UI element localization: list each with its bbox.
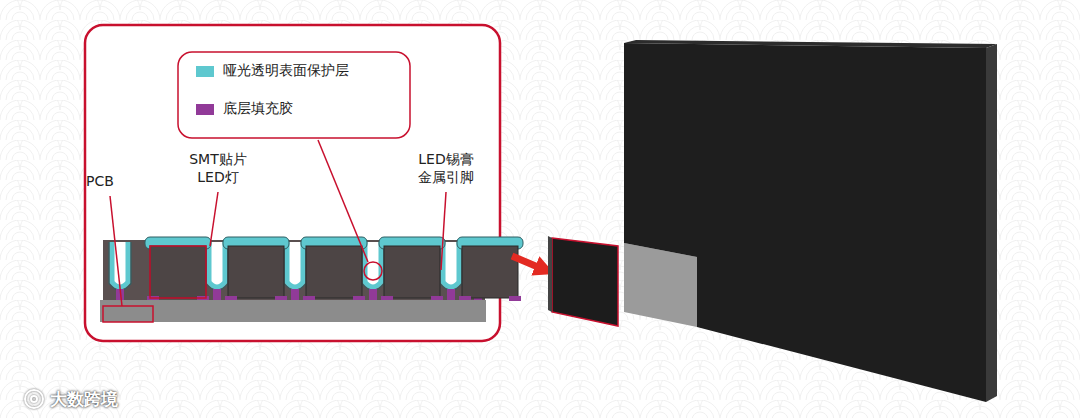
- watermark-icon: [25, 390, 43, 408]
- coating-groove: [443, 242, 459, 287]
- legend-text: 哑光透明表面保护层: [223, 62, 349, 80]
- watermark: 大数跨境: [50, 388, 160, 410]
- part-label: LED锡膏 金属引脚: [408, 150, 484, 186]
- underfill: [369, 289, 377, 300]
- pcb-highlight: [103, 306, 153, 322]
- underfill: [213, 289, 221, 300]
- led-chip: [150, 246, 206, 298]
- coating-outline: [362, 242, 384, 291]
- fill-layer: [103, 240, 485, 300]
- coating-outline: [284, 242, 306, 291]
- led-chip: [228, 246, 284, 298]
- underfill: [447, 289, 455, 300]
- panel-side: [986, 44, 997, 402]
- cross-section: [100, 237, 523, 322]
- part-label: PCB: [86, 172, 136, 190]
- led-module: [552, 238, 618, 326]
- solder-pad: [509, 296, 521, 301]
- led-highlight: [150, 246, 206, 298]
- coating-groove: [365, 242, 381, 287]
- legend-swatch: [196, 66, 214, 77]
- legend-swatch: [196, 104, 214, 115]
- coating-outline: [206, 242, 228, 291]
- legend-box: [178, 52, 410, 138]
- led-chip: [306, 246, 362, 298]
- display-panel: [624, 43, 986, 402]
- module-side: [548, 236, 552, 312]
- coating-groove: [287, 242, 303, 287]
- red-arrow: [512, 256, 545, 270]
- coating-groove: [112, 242, 128, 287]
- led-chip: [462, 246, 518, 298]
- detail-panel: [85, 25, 500, 341]
- legend-text: 底层填充胶: [223, 100, 293, 118]
- legend-entry: 哑光透明表面保护层: [196, 62, 349, 80]
- legend-entry: 底层填充胶: [196, 100, 293, 118]
- coating-groove: [209, 242, 225, 287]
- part-label: SMT贴片 LED灯: [182, 150, 254, 186]
- module-slot: [624, 243, 697, 327]
- pcb-board: [100, 300, 486, 322]
- coating-outline: [440, 242, 462, 291]
- underfill: [291, 289, 299, 300]
- led-chip: [384, 246, 440, 298]
- leader-lines: [110, 140, 446, 306]
